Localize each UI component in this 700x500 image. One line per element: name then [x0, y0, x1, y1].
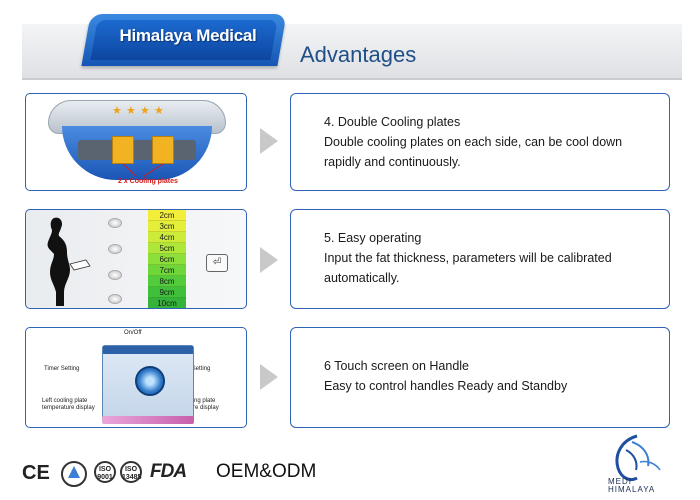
page-title: Advantages [300, 42, 417, 67]
oem-odm-text: OEM&ODM [216, 461, 317, 482]
touch-screen-image: On/Off Timer Setting Pressure Setting Le… [25, 327, 247, 428]
power-knob-icon[interactable] [135, 366, 165, 396]
feature-double-cooling: 4. Double Cooling plates Double cooling … [290, 93, 670, 191]
star-icon: ★ [126, 104, 136, 117]
feature-line: rapidly and continuously. [324, 155, 461, 169]
feature-line: automatically. [324, 271, 400, 285]
cooling-plates-label: 2 x Cooling plates [118, 178, 178, 185]
enter-icon[interactable]: ⏎ [206, 254, 228, 272]
star-icon: ★ [140, 104, 150, 117]
handle-strip [102, 416, 194, 424]
scale-item[interactable]: 8cm [148, 276, 186, 287]
scale-item[interactable]: 3cm [148, 221, 186, 232]
star-icon: ★ [154, 104, 164, 117]
brand-name: Himalaya Medical [119, 26, 257, 45]
feature-line: Easy to control handles Ready and Standb… [324, 379, 568, 393]
scale-item[interactable]: 2cm [148, 210, 186, 221]
scale-item[interactable]: 7cm [148, 265, 186, 276]
left-plate-label: Left cooling plate [42, 398, 88, 404]
cooling-plate-left [112, 136, 134, 164]
fda-mark-icon: FDA [150, 461, 187, 482]
body-silhouette-icon [47, 217, 91, 306]
feature-easy-operating: 5. Easy operating Input the fat thicknes… [290, 209, 670, 309]
side-button-icon [108, 244, 122, 254]
left-plate-label: temperature display [42, 405, 95, 411]
side-button-icon [108, 294, 122, 304]
feature-heading: 6 Touch screen on Handle [324, 359, 470, 373]
scale-item[interactable]: 5cm [148, 243, 186, 254]
feature-line: Input the fat thickness, parameters will… [324, 251, 612, 265]
side-button-icon [108, 270, 122, 280]
scale-item[interactable]: 9cm [148, 287, 186, 298]
feature-touch-screen: 6 Touch screen on Handle Easy to control… [290, 327, 670, 428]
certification-seal-icon [60, 460, 88, 487]
side-button-icon [108, 218, 122, 228]
feature-line: Double cooling plates on each side, can … [324, 135, 623, 149]
fat-thickness-image: 2cm 3cm 4cm 5cm 6cm 7cm 8cm 9cm 10cm ⏎ [25, 209, 247, 309]
iso-9001-icon: ISO 9001 [94, 461, 116, 483]
feature-heading: 5. Easy operating [324, 231, 422, 245]
logo-wordmark: MEDI HIMALAYA [608, 477, 656, 494]
arrow-right-icon [260, 247, 278, 273]
star-icon: ★ [112, 104, 122, 117]
on-off-label: On/Off [124, 330, 142, 336]
scale-item[interactable]: 6cm [148, 254, 186, 265]
cooling-plates-image: ★ ★ ★ ★ 2 x Cooling plates [25, 93, 247, 191]
cooling-plate-pointers [122, 163, 164, 177]
iso-13485-icon: ISO 13485 [120, 461, 142, 483]
timer-setting-label: Timer Setting [44, 366, 80, 372]
arrow-right-icon [260, 128, 278, 154]
feature-heading: 4. Double Cooling plates [324, 115, 461, 129]
scale-item[interactable]: 10cm [148, 298, 186, 308]
thickness-scale: 2cm 3cm 4cm 5cm 6cm 7cm 8cm 9cm 10cm [148, 210, 186, 308]
handle-touch-screen[interactable] [102, 345, 194, 419]
scale-item[interactable]: 4cm [148, 232, 186, 243]
medi-himalaya-logo-icon [615, 434, 661, 482]
ce-mark-icon: CE [22, 462, 50, 484]
arrow-right-icon [260, 364, 278, 390]
cooling-plate-right [152, 136, 174, 164]
